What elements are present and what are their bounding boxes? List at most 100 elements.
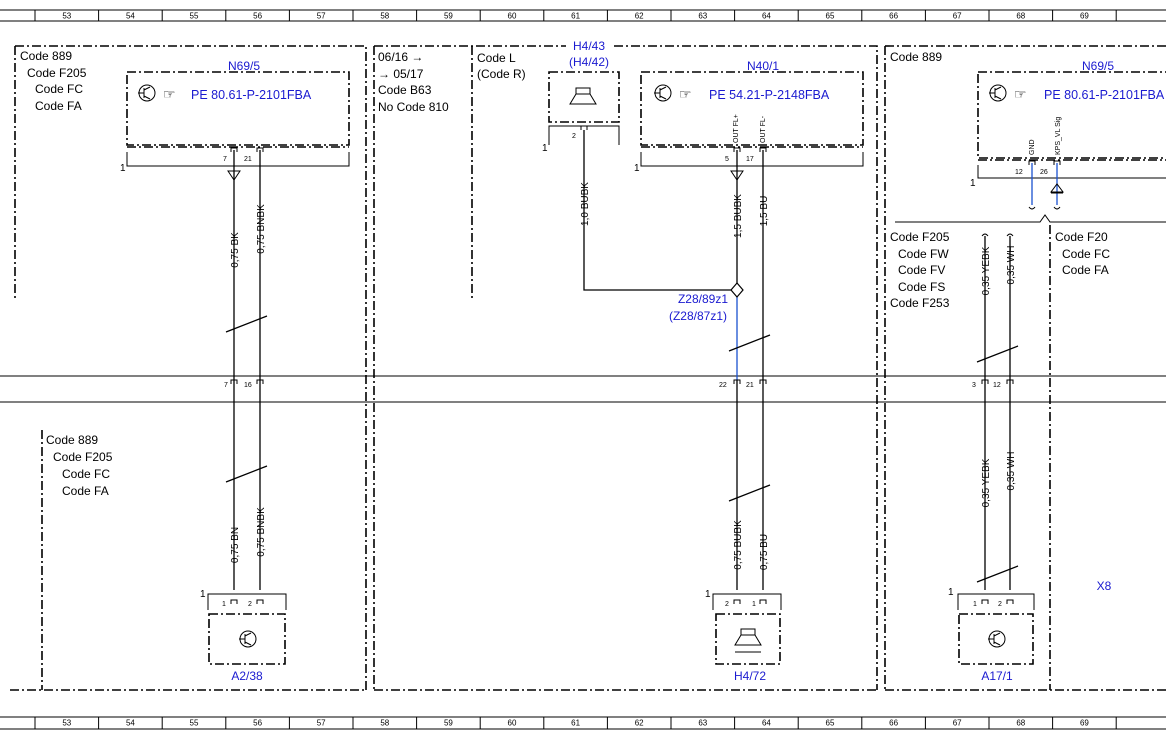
speaker-box-h4-72 <box>715 613 781 665</box>
code-line: Code 889 <box>20 49 72 63</box>
ruler-number: 67 <box>953 12 962 21</box>
pin-number: 7 <box>223 156 227 163</box>
code-line: Code FA <box>1062 263 1109 277</box>
wire-label: 0,75 BN <box>230 527 241 563</box>
ground-number: 1 <box>948 587 954 598</box>
pin-stub <box>733 147 741 152</box>
pin-number: 12 <box>993 382 1001 389</box>
ruler-number: 61 <box>571 719 580 728</box>
pin-number: 1 <box>222 601 226 608</box>
code-line: Code FW <box>898 247 949 261</box>
speaker-icon <box>734 628 762 653</box>
wire-label: 0,75 BNBK <box>256 204 267 254</box>
ground-number: 1 <box>705 589 711 600</box>
reference-link[interactable]: PE 54.21-P-2148FBA <box>709 88 830 102</box>
amplifier-icon <box>138 84 156 102</box>
pin-number: 17 <box>746 156 754 163</box>
ground-number: 1 <box>200 589 206 600</box>
ruler-number: 65 <box>826 719 835 728</box>
ruler-number: 68 <box>1016 719 1025 728</box>
ruler-number: 55 <box>190 719 199 728</box>
ruler-number: 64 <box>762 719 771 728</box>
code-line: Code FV <box>898 263 945 277</box>
pin-number: 1 <box>973 601 977 608</box>
component-box-a2-38 <box>208 613 286 665</box>
code-line: Code L <box>477 51 516 65</box>
left-section: Code 889 Code F205 Code FC Code FA N69/5… <box>20 49 350 683</box>
pin-stub <box>981 379 989 384</box>
pin-number: 26 <box>1040 169 1048 176</box>
module-box-n69-5 <box>977 71 1166 159</box>
wire-label: 0,75 BU <box>759 534 770 570</box>
component-name: A17/1 <box>981 669 1013 683</box>
ruler-number: 57 <box>317 719 326 728</box>
pin-stub <box>256 379 264 384</box>
ruler-number: 63 <box>698 719 707 728</box>
ground-number: 1 <box>120 163 126 174</box>
pin-stub <box>230 147 238 152</box>
ruler-number: 54 <box>126 719 135 728</box>
pin-number: 21 <box>746 382 754 389</box>
pin-number: 12 <box>1015 169 1023 176</box>
wire-label: 0,75 BNBK <box>256 507 267 557</box>
hand-pointer-icon: ☞ <box>679 86 692 102</box>
ruler-number: 69 <box>1080 12 1089 21</box>
ruler-number: 65 <box>826 12 835 21</box>
module-name-n69-5: N69/5 <box>1082 59 1114 73</box>
ruler-number: 56 <box>253 12 262 21</box>
ruler-number: 60 <box>508 719 517 728</box>
reference-link[interactable]: PE 80.61-P-2101FBA <box>191 88 312 102</box>
pin-stub <box>1006 379 1014 384</box>
pin-number: 2 <box>572 133 576 140</box>
date-code: 06/16 → <box>378 50 423 64</box>
ruler-number: 62 <box>635 719 644 728</box>
code-line: Code F205 <box>27 66 87 80</box>
ground-arrow-icon <box>730 170 744 181</box>
section-borders <box>10 45 1166 691</box>
ruler-number: 53 <box>62 12 71 21</box>
wire-label: 0,75 BK <box>230 232 241 268</box>
pin-number: 7 <box>224 382 228 389</box>
speaker-box-h4-43 <box>548 71 620 123</box>
ruler-number: 55 <box>190 12 199 21</box>
wire-label: 0,35 YEBK <box>981 246 992 295</box>
speaker-alt-name: (H4/42) <box>569 55 609 69</box>
hand-pointer-icon: ☞ <box>1014 86 1027 102</box>
pin-stub <box>759 147 767 152</box>
component-name: A2/38 <box>231 669 263 683</box>
amplifier-icon <box>239 630 257 648</box>
wire-label: 0,35 YEBK <box>981 458 992 507</box>
pin-number: 1 <box>752 601 756 608</box>
ruler-number: 68 <box>1016 12 1025 21</box>
ground-number: 1 <box>970 178 976 189</box>
pin-number: 5 <box>725 156 729 163</box>
reference-link[interactable]: PE 80.61-P-2101FBA <box>1044 88 1165 102</box>
speaker-icon <box>569 87 597 105</box>
amplifier-icon <box>989 84 1007 102</box>
amplifier-icon <box>988 630 1006 648</box>
ruler-number: 64 <box>762 12 771 21</box>
middle-section: 06/16 → → 05/17 Code B63 No Code 810 Cod… <box>378 39 864 683</box>
pin-markers <box>230 125 1061 604</box>
ruler-number: 59 <box>444 12 453 21</box>
module-box-n40-1 <box>640 71 864 146</box>
wire-label: 1,5 BUBK <box>733 194 744 238</box>
date-code: No Code 810 <box>378 100 449 114</box>
splice-icon <box>730 282 744 298</box>
ground-arrow-icon <box>227 170 241 181</box>
ruler-number: 67 <box>953 719 962 728</box>
module-name-n69-5: N69/5 <box>228 59 260 73</box>
pin-number: 2 <box>998 601 1002 608</box>
module-box-n69-5 <box>126 71 350 146</box>
pin-label: OUT FL+ <box>733 114 740 143</box>
code-line: Code FC <box>62 467 110 481</box>
component-name: H4/72 <box>734 669 766 683</box>
code-line: Code FS <box>898 280 945 294</box>
pin-number: 2 <box>248 601 252 608</box>
ruler-number: 66 <box>889 719 898 728</box>
code-line: Code F20 <box>1055 230 1108 244</box>
pin-stub <box>733 599 741 604</box>
component-box-a17-1 <box>958 613 1034 665</box>
pin-number: 21 <box>244 156 252 163</box>
